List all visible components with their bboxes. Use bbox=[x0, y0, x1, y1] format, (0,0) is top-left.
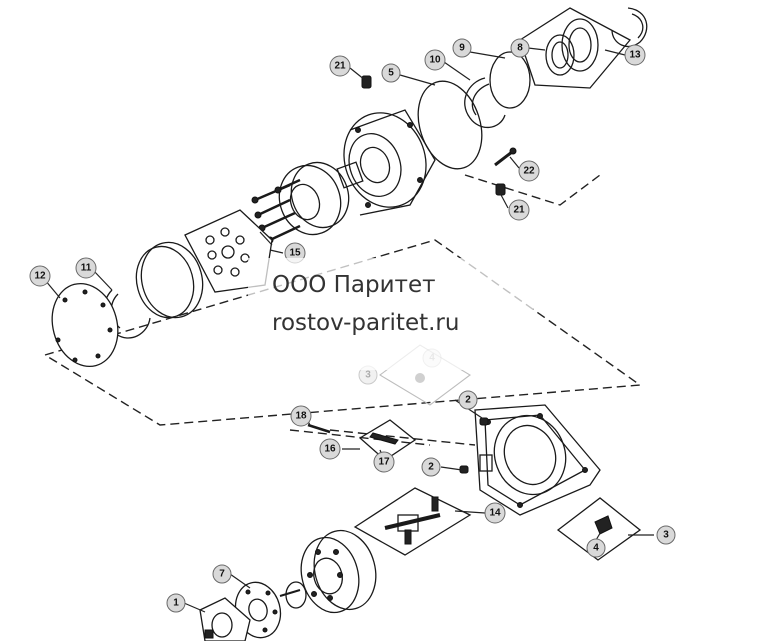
svg-text:11: 11 bbox=[81, 263, 92, 274]
callout-17: 17 bbox=[373, 451, 395, 473]
watermark-company-name: ООО Паритет bbox=[272, 272, 436, 298]
part-22-screw bbox=[494, 147, 517, 167]
svg-text:1: 1 bbox=[173, 598, 179, 609]
callout-21-lower: 21 bbox=[508, 199, 530, 221]
callout-21-top: 21 bbox=[329, 55, 351, 77]
svg-text:12: 12 bbox=[34, 271, 46, 282]
gearbox-housing bbox=[474, 404, 601, 516]
motor-housing bbox=[343, 109, 436, 216]
part-21-plug-top bbox=[361, 75, 372, 89]
svg-text:9: 9 bbox=[459, 43, 465, 54]
callout-8: 8 bbox=[510, 38, 530, 58]
svg-text:4: 4 bbox=[593, 543, 599, 554]
part-12-cover-plate bbox=[51, 282, 119, 368]
callout-4b: 4 bbox=[586, 538, 606, 558]
svg-text:3: 3 bbox=[365, 370, 371, 381]
callout-13: 13 bbox=[624, 44, 646, 66]
spline-bearing bbox=[279, 581, 307, 609]
callout-9: 9 bbox=[452, 38, 472, 58]
svg-text:22: 22 bbox=[523, 166, 535, 177]
svg-text:14: 14 bbox=[489, 508, 501, 519]
svg-text:5: 5 bbox=[388, 68, 394, 79]
svg-text:7: 7 bbox=[219, 569, 225, 580]
svg-text:2: 2 bbox=[465, 395, 471, 406]
callout-3b: 3 bbox=[656, 525, 676, 545]
svg-text:16: 16 bbox=[324, 444, 336, 455]
svg-text:15: 15 bbox=[289, 248, 301, 259]
callout-3a: 3 bbox=[358, 365, 378, 385]
svg-text:13: 13 bbox=[629, 50, 641, 61]
part-14-box bbox=[353, 487, 472, 556]
part-18-pin bbox=[307, 423, 331, 434]
callout-2a: 2 bbox=[458, 390, 478, 410]
callout-5: 5 bbox=[381, 63, 401, 83]
callout-10: 10 bbox=[424, 49, 446, 71]
spacer-ring bbox=[135, 241, 204, 319]
callout-7: 7 bbox=[212, 564, 232, 584]
callout-1: 1 bbox=[166, 593, 186, 613]
part-5-gasket bbox=[417, 80, 483, 170]
part-8-seal-kit bbox=[519, 7, 632, 89]
svg-text:8: 8 bbox=[517, 43, 523, 54]
svg-text:10: 10 bbox=[429, 55, 441, 66]
callout-16: 16 bbox=[319, 438, 341, 460]
watermark-background bbox=[248, 258, 533, 370]
svg-text:18: 18 bbox=[295, 411, 307, 422]
svg-text:3: 3 bbox=[663, 530, 669, 541]
cylinder-drum bbox=[300, 529, 377, 614]
rotor-assembly bbox=[251, 161, 364, 244]
part-1-end-plate bbox=[199, 597, 251, 641]
watermark-website: rostov-paritet.ru bbox=[272, 310, 460, 336]
svg-text:21: 21 bbox=[334, 61, 346, 72]
part-2-plug-upper bbox=[479, 417, 489, 426]
svg-text:17: 17 bbox=[378, 457, 390, 468]
callout-2b: 2 bbox=[421, 457, 441, 477]
svg-text:2: 2 bbox=[428, 462, 434, 473]
callout-22: 22 bbox=[518, 160, 540, 182]
callout-12: 12 bbox=[29, 265, 51, 287]
part-9-o-ring bbox=[489, 51, 531, 109]
callout-11: 11 bbox=[75, 257, 97, 279]
callout-18: 18 bbox=[290, 405, 312, 427]
part-3-box bbox=[556, 497, 642, 561]
part-13-snap-ring bbox=[611, 7, 648, 47]
svg-text:21: 21 bbox=[513, 205, 525, 216]
part-16-box bbox=[358, 419, 417, 461]
part-10-retaining-ring bbox=[464, 77, 506, 129]
callout-14: 14 bbox=[484, 502, 506, 524]
